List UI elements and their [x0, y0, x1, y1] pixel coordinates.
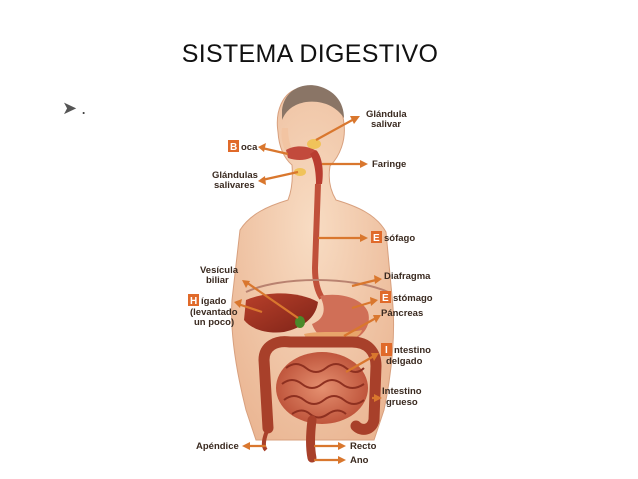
arrows: [234, 116, 382, 464]
label-glandula-salivar-2: salivar: [371, 119, 401, 130]
label-faringe: Faringe: [372, 159, 406, 170]
arrow-bullet-icon: ➤: [62, 98, 78, 118]
label-box-intestino-delgado: [381, 343, 392, 356]
esophagus-shape: [311, 183, 325, 300]
label-apendice: Apéndice: [196, 441, 239, 452]
label-boca-initial: B: [230, 142, 237, 153]
label-intestino-delgado-extra: delgado: [386, 356, 423, 367]
label-intestino-delgado-rest: ntestino: [394, 345, 431, 356]
label-higado-extra-1: (levantado: [190, 307, 238, 318]
label-vesicula-biliar-2: biliar: [206, 275, 229, 286]
label-glandulas-salivares-1: Glándulas: [212, 170, 258, 181]
label-intestino-grueso-1: Intestino: [382, 386, 422, 397]
oral-cavity: [286, 139, 323, 184]
label-diafragma: Diafragma: [384, 271, 431, 282]
label-higado-rest: ígado: [201, 296, 227, 307]
label-esofago-initial: E: [373, 233, 380, 244]
small-intestine-shape: [276, 352, 368, 424]
label-higado-extra-2: un poco): [194, 317, 234, 328]
label-pancreas: Páncreas: [381, 308, 423, 319]
label-glandulas-salivares-2: salivares: [214, 180, 255, 191]
bullet-text: .: [81, 98, 87, 118]
bullet-item: ➤.: [62, 98, 86, 119]
label-vesicula-biliar-1: Vesícula: [200, 265, 239, 276]
label-esofago-rest: sófago: [384, 233, 415, 244]
label-estomago-initial: E: [382, 293, 389, 304]
label-ano: Ano: [350, 455, 369, 466]
label-box-boca: [228, 140, 239, 152]
label-intestino-delgado-initial: I: [385, 345, 388, 356]
labels: Glándula salivar B oca Faringe Glándulas…: [188, 109, 433, 466]
label-box-esofago: [371, 231, 382, 243]
slide-title: SISTEMA DIGESTIVO: [181, 40, 439, 68]
large-intestine-shape: [258, 336, 382, 435]
label-box-estomago: [380, 291, 391, 303]
label-boca-rest: oca: [241, 142, 258, 153]
label-recto: Recto: [350, 441, 377, 452]
label-estomago-rest: stómago: [393, 293, 433, 304]
label-box-higado: [188, 294, 199, 306]
salivary-gland-shape: [307, 139, 321, 149]
label-higado-initial: H: [190, 296, 197, 307]
label-glandula-salivar-1: Glándula: [366, 109, 407, 120]
label-intestino-grueso-2: grueso: [386, 397, 418, 408]
